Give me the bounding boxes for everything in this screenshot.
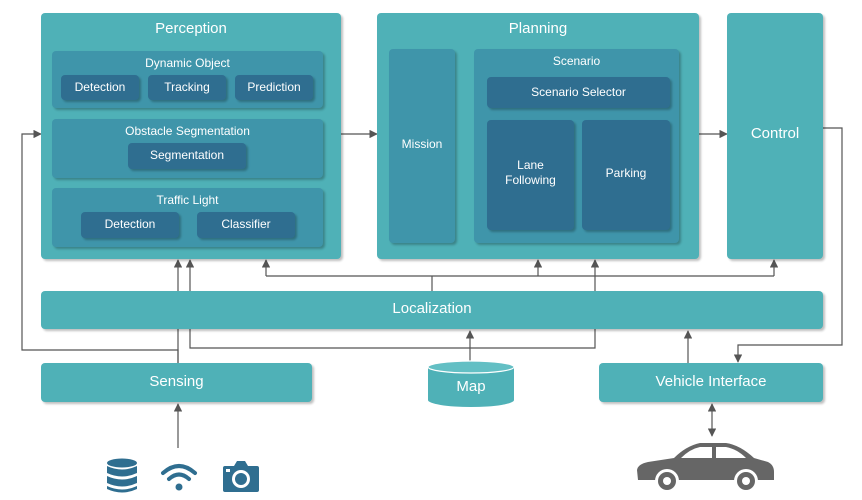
traffic-light-title: Traffic Light	[156, 193, 219, 207]
sensing-title: Sensing	[149, 373, 204, 390]
scenario-selector-label: Scenario Selector	[531, 85, 626, 99]
lane-following-label: Lane Following	[505, 158, 556, 187]
mission-box: Mission	[389, 49, 455, 243]
vehicle-interface-title: Vehicle Interface	[655, 373, 767, 390]
wifi-icon	[161, 464, 197, 491]
obstacle-segmentation-group: Obstacle Segmentation Segmentation	[52, 119, 323, 178]
planning-block: Planning Mission Scenario Scenario Selec…	[377, 13, 699, 259]
parking-box: Parking	[582, 120, 670, 230]
arrow-map-to-perception	[185, 259, 470, 349]
camera-icon	[223, 461, 259, 492]
perception-title: Perception	[155, 20, 227, 37]
segmentation-box: Segmentation	[128, 143, 246, 169]
scenario-selector-box: Scenario Selector	[487, 77, 670, 108]
mission-label: Mission	[401, 137, 443, 151]
obstacle-segmentation-title: Obstacle Segmentation	[125, 124, 250, 138]
scenario-title: Scenario	[552, 54, 601, 68]
localization-title: Localization	[392, 300, 472, 317]
map-cylinder-shape	[427, 360, 515, 407]
tracking-box: Tracking	[148, 75, 226, 100]
sensing-block: Sensing	[41, 363, 312, 402]
control-title: Control	[750, 125, 800, 142]
arrow-control-to-vehicle	[733, 127, 843, 363]
map-title: Map	[456, 378, 486, 395]
traffic-detection-label: Detection	[104, 217, 156, 231]
localization-block: Localization	[41, 291, 823, 329]
scenario-group: Scenario Scenario Selector Lane Followin…	[474, 49, 679, 243]
classifier-box: Classifier	[197, 212, 295, 238]
segmentation-label: Segmentation	[149, 148, 225, 162]
lane-following-box: Lane Following	[487, 120, 574, 230]
classifier-label: Classifier	[221, 217, 271, 231]
prediction-box: Prediction	[235, 75, 313, 100]
map-cylinder: Map	[427, 360, 515, 408]
control-block: Control	[727, 13, 823, 259]
tracking-label: Tracking	[164, 80, 210, 94]
traffic-detection-box: Detection	[81, 212, 179, 238]
perception-block: Perception Dynamic Object Detection Trac…	[41, 13, 341, 259]
parking-label: Parking	[605, 166, 647, 180]
prediction-label: Prediction	[247, 80, 301, 94]
traffic-light-group: Traffic Light Detection Classifier	[52, 188, 323, 247]
vehicle-interface-block: Vehicle Interface	[599, 363, 823, 402]
dynamic-object-group: Dynamic Object Detection Tracking Predic…	[52, 51, 323, 108]
dynamic-object-title: Dynamic Object	[145, 56, 230, 70]
dynamic-detection-label: Detection	[74, 80, 126, 94]
planning-title: Planning	[508, 20, 568, 37]
car-icon	[637, 443, 774, 493]
arrow-map-to-planning	[470, 259, 600, 349]
dynamic-detection-box: Detection	[61, 75, 139, 100]
database-icon	[107, 458, 137, 493]
